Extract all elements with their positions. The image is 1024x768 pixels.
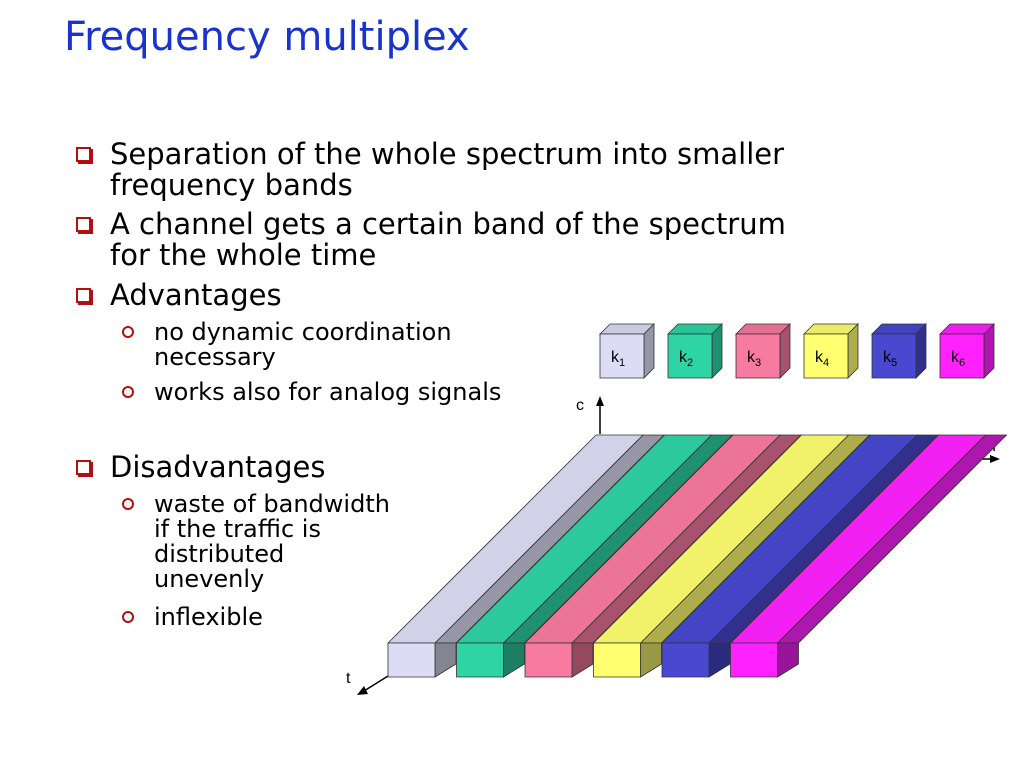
cube-front — [735, 333, 781, 379]
legend-cube-k3: k3 — [735, 323, 791, 379]
bar-front — [593, 642, 641, 678]
channel-bar-k2 — [455, 434, 734, 678]
square-bullet-icon — [76, 460, 91, 475]
channel-legend: k1 k2 k3 k4 k5 k6 — [599, 323, 995, 379]
t-axis-line — [363, 675, 389, 692]
cube-side — [711, 323, 723, 379]
bar-front — [524, 642, 573, 678]
t-axis-arrow-icon — [357, 686, 368, 695]
bar-end-side — [434, 642, 457, 678]
bullet-line: A channel gets a certain band of the spe… — [110, 207, 786, 241]
sub-bullet-line: unevenly — [154, 565, 265, 593]
cube-side — [779, 323, 791, 379]
bar-end-side — [503, 642, 525, 678]
square-bullet-icon — [76, 147, 91, 162]
c-axis-label: c — [576, 397, 584, 414]
cube-side — [643, 323, 655, 379]
f-axis-arrow-icon — [990, 455, 1000, 463]
legend-cube-k1: k1 — [599, 323, 655, 379]
sub-bullet-line: works also for analog signals — [154, 378, 502, 406]
channel-bar-k4 — [592, 434, 871, 678]
circle-bullet-icon — [122, 498, 134, 510]
circle-bullet-icon — [122, 386, 134, 398]
bullet-line: frequency bands — [110, 168, 353, 202]
bullet-line: Separation of the whole spectrum into sm… — [110, 137, 785, 171]
legend-label-k6: k6 — [951, 349, 965, 369]
cube-side — [983, 323, 995, 379]
bullet-line: for the whole time — [110, 238, 377, 272]
sub-bullet-line: waste of bandwidth — [154, 490, 390, 518]
bar-end-side — [708, 642, 731, 678]
sub-bullet-line: distributed — [154, 540, 285, 568]
legend-label-k3: k3 — [747, 349, 761, 369]
bar-front — [730, 642, 778, 678]
sub-bullet-line: no dynamic coordination — [154, 318, 452, 346]
cube-front — [803, 333, 849, 379]
channel-bar-k1 — [387, 434, 665, 678]
t-axis-label: t — [346, 670, 351, 687]
cube-front — [667, 333, 713, 379]
cube-side — [847, 323, 859, 379]
slide-title: Frequency multiplex — [64, 14, 470, 60]
legend-label-k1: k1 — [611, 349, 625, 369]
bar-end-side — [571, 642, 594, 678]
sub-bullet-line: inflexible — [154, 603, 263, 631]
bullet-line: Advantages — [110, 278, 282, 312]
sub-bullet-line: if the traffic is — [154, 515, 321, 543]
bullet-line: Disadvantages — [110, 450, 326, 484]
square-bullet-icon — [76, 217, 91, 232]
cube-front — [599, 333, 645, 379]
circle-bullet-icon — [122, 326, 134, 338]
channel-bars — [387, 434, 1008, 678]
cube-front — [939, 333, 985, 379]
circle-bullet-icon — [122, 611, 134, 623]
bar-front — [387, 642, 436, 678]
legend-label-k2: k2 — [679, 349, 693, 369]
legend-cube-k6: k6 — [939, 323, 995, 379]
legend-cube-k2: k2 — [667, 323, 723, 379]
channel-bar-k3 — [524, 434, 802, 678]
legend-label-k5: k5 — [883, 349, 897, 369]
cube-front — [871, 333, 917, 379]
sub-bullet-line: necessary — [154, 343, 276, 371]
legend-cube-k4: k4 — [803, 323, 859, 379]
square-bullet-icon — [76, 288, 91, 303]
bar-front — [456, 642, 504, 678]
bar-end-side — [777, 642, 799, 678]
legend-cube-k5: k5 — [871, 323, 927, 379]
channel-bar-k5 — [661, 434, 939, 678]
channel-bar-k6 — [729, 434, 1008, 678]
bar-end-side — [640, 642, 662, 678]
legend-label-k4: k4 — [815, 349, 829, 369]
cube-side — [915, 323, 927, 379]
c-axis-arrow-icon — [596, 396, 604, 406]
bar-front — [661, 642, 710, 678]
